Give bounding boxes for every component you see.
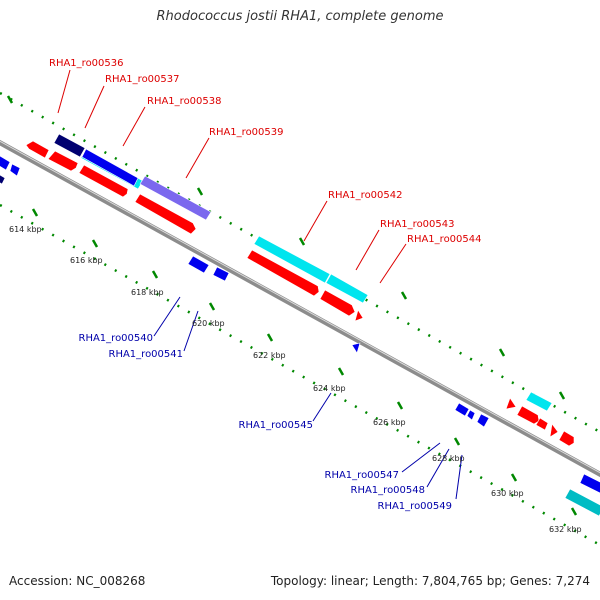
label-ro00538: RHA1_ro00538: [147, 96, 222, 107]
tick-label-624: 624 kbp: [313, 384, 346, 393]
label-ro00549: RHA1_ro00549: [378, 501, 453, 512]
accession-text: Accession: NC_008268: [9, 574, 146, 588]
gene-ro00560: [525, 391, 553, 412]
label-ro00547: RHA1_ro00547: [325, 470, 400, 481]
label-ro00537: RHA1_ro00537: [105, 74, 180, 85]
tick-label-620: 620 kbp: [192, 319, 225, 328]
label-ro00548: RHA1_ro00548: [351, 485, 426, 496]
genome-summary-text: Topology: linear; Length: 7,804,765 bp; …: [270, 574, 590, 588]
reverse-callouts: [153, 296, 463, 500]
tick-label-632: 632 kbp: [549, 525, 582, 534]
gene-ro00539: [139, 175, 212, 221]
tick-label-622: 622 kbp: [253, 351, 286, 360]
forward-callouts: [57, 69, 407, 284]
label-ro00544: RHA1_ro00544: [407, 234, 482, 245]
tick-label-628: 628 kbp: [432, 454, 465, 463]
label-ro00541: RHA1_ro00541: [109, 349, 184, 360]
reverse-gene-labels: RHA1_ro00540 RHA1_ro00541 RHA1_ro00545 R…: [79, 333, 453, 512]
label-ro00540: RHA1_ro00540: [79, 333, 154, 344]
gene-ro00536: [53, 133, 86, 158]
tick-labels: 614 kbp 616 kbp 618 kbp 620 kbp 622 kbp …: [9, 225, 582, 534]
map-title: Rhodococcus jostii RHA1, complete genome: [156, 9, 444, 24]
label-ro00543: RHA1_ro00543: [380, 219, 455, 230]
tick-label-626: 626 kbp: [373, 418, 406, 427]
label-ro00536: RHA1_ro00536: [49, 58, 124, 69]
gene-ro00542: [253, 235, 331, 284]
label-ro00545: RHA1_ro00545: [239, 420, 314, 431]
reverse-genes: [0, 155, 600, 517]
label-ro00539: RHA1_ro00539: [209, 127, 284, 138]
upper-major-ticks: [6, 95, 566, 400]
forward-genes: [25, 133, 575, 447]
forward-gene-labels: RHA1_ro00536 RHA1_ro00537 RHA1_ro00538 R…: [49, 58, 482, 245]
label-ro00542: RHA1_ro00542: [328, 190, 403, 201]
tick-label-618: 618 kbp: [131, 288, 164, 297]
tick-label-616: 616 kbp: [70, 256, 103, 265]
genome-backbone: [0, 139, 600, 478]
gene-ro00543: [325, 273, 369, 304]
tick-label-614: 614 kbp: [9, 225, 42, 234]
tick-label-630: 630 kbp: [491, 489, 524, 498]
lower-major-ticks: [31, 208, 578, 516]
